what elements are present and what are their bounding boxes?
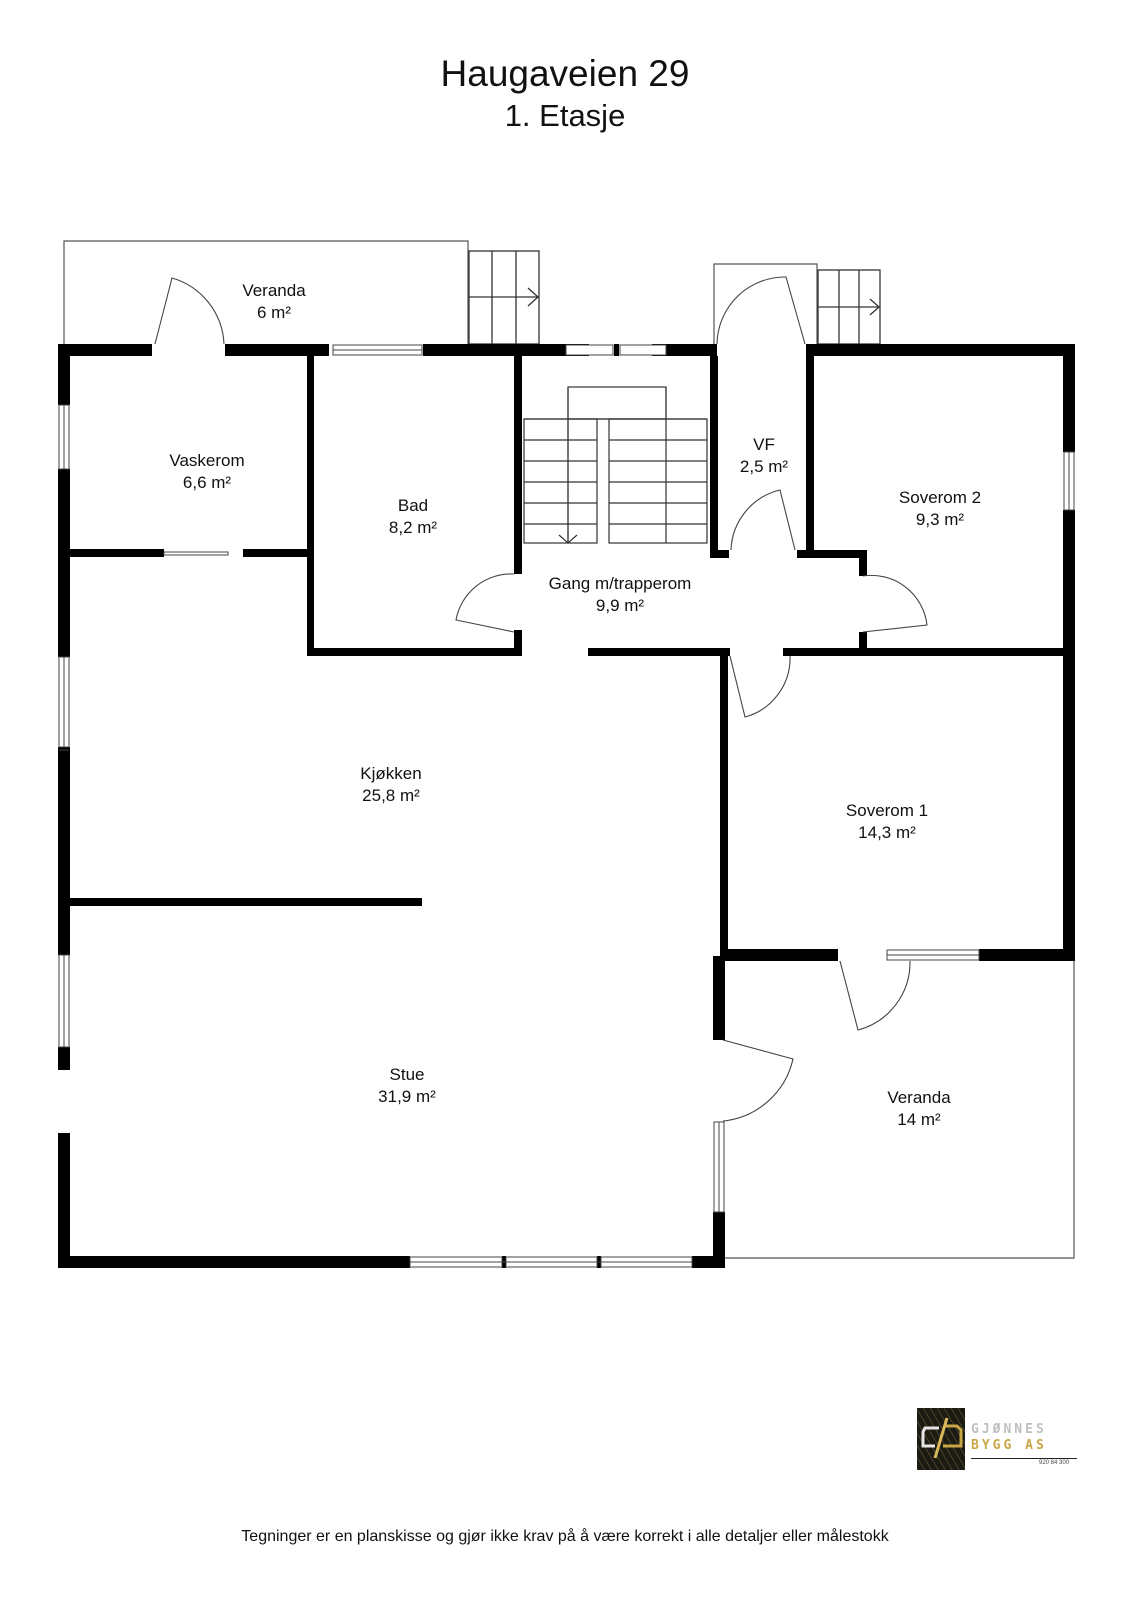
room-name: Stue (389, 1065, 425, 1084)
exterior-stairs (468, 250, 881, 345)
room-name: Veranda (242, 281, 306, 300)
room-name: Gang m/trapperom (548, 574, 692, 593)
room-label-soverom-2: Soverom 2 9,3 m² (899, 487, 981, 531)
walls (58, 344, 1075, 1268)
room-label-stue: Stue 31,9 m² (378, 1064, 436, 1108)
room-name: Veranda (887, 1088, 951, 1107)
logo-glyph-icon (921, 1417, 963, 1459)
room-area: 9,3 m² (915, 510, 965, 529)
room-name: Bad (397, 496, 429, 515)
room-label-soverom-1: Soverom 1 14,3 m² (846, 800, 928, 844)
company-logo: GJØNNES BYGG AS 920 84 300 (917, 1408, 1077, 1470)
room-area: 9,9 m² (595, 596, 645, 615)
logo-phone: 920 84 300 (1039, 1460, 1070, 1466)
logo-line-1: GJØNNES (971, 1422, 1047, 1437)
veranda-outlines (63, 240, 1075, 1259)
doors (154, 276, 928, 1122)
logo-line-2: BYGG AS (971, 1438, 1047, 1453)
room-area: 8,2 m² (388, 518, 438, 537)
room-area: 14,3 m² (858, 823, 916, 842)
room-label-bad: Bad 8,2 m² (389, 495, 437, 539)
plan-title: Haugaveien 29 (440, 53, 690, 94)
disclaimer: Tegninger er en planskisse og gjør ikke … (241, 1528, 889, 1545)
room-name: Vaskerom (169, 451, 245, 470)
windows (58, 344, 1075, 1268)
logo-emblem (917, 1408, 965, 1470)
room-label-gang: Gang m/trapperom 9,9 m² (549, 573, 692, 617)
interior-staircase (523, 386, 708, 544)
room-area: 31,9 m² (378, 1087, 436, 1106)
room-name: Soverom 2 (898, 488, 982, 507)
floor-label: 1. Etasje (504, 98, 626, 133)
room-area: 6 m² (257, 303, 291, 322)
room-area: 14 m² (897, 1110, 941, 1129)
room-label-vaskerom: Vaskerom 6,6 m² (169, 450, 244, 494)
room-label-vf: VF 2,5 m² (740, 434, 788, 478)
room-label-veranda-south: Veranda 14 m² (887, 1087, 950, 1131)
room-area: 2,5 m² (739, 457, 789, 476)
room-name: Kjøkken (360, 764, 422, 783)
room-name: VF (753, 435, 775, 454)
room-label-kjokken: Kjøkken 25,8 m² (360, 763, 421, 807)
room-label-veranda-north: Veranda 6 m² (242, 280, 305, 324)
room-area: 6,6 m² (182, 473, 232, 492)
room-area: 25,8 m² (362, 786, 420, 805)
logo-divider (971, 1458, 1077, 1459)
room-name: Soverom 1 (845, 801, 929, 820)
